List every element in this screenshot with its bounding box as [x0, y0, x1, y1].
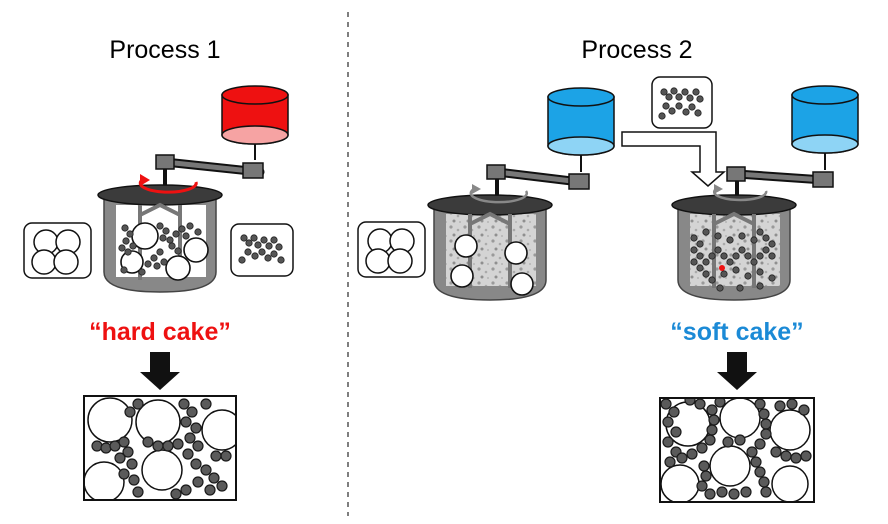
process-1-beads-inset	[23, 222, 92, 279]
process-2-second-vessel-particles	[690, 228, 776, 292]
process-1-result-label: “hard cake”	[89, 318, 231, 346]
process-1-title: Process 1	[109, 36, 220, 64]
process-2-second-tank	[791, 85, 859, 170]
process-2-cake-structure	[659, 397, 815, 503]
process-2-down-arrow	[717, 352, 757, 390]
process-2-first-tank	[547, 87, 615, 172]
process-2-first-rotation-arrow	[469, 184, 529, 204]
process-2-second-mixer	[671, 85, 859, 301]
process-1-arm	[155, 154, 265, 198]
process-2-result-label: “soft cake”	[670, 318, 803, 346]
process-1-particles-inset	[230, 223, 294, 277]
process-2-feed-arrow	[621, 131, 726, 187]
process-2-second-arm	[726, 166, 834, 205]
process-1-down-arrow	[140, 352, 180, 390]
process-2-beads-inset	[357, 221, 426, 278]
process-2-title: Process 2	[581, 36, 692, 64]
process-1-rotation-arrow	[138, 174, 198, 194]
process-2-second-vessel	[671, 194, 797, 301]
process-2-first-mixer	[427, 87, 615, 301]
process-2-particles-inset	[651, 76, 713, 129]
process-1-cake-structure	[83, 395, 237, 501]
process-2-second-rotation-arrow	[712, 184, 768, 202]
process-1-mixer	[97, 85, 289, 293]
process-1-tank	[221, 85, 289, 160]
process-2-first-vessel	[427, 194, 553, 301]
